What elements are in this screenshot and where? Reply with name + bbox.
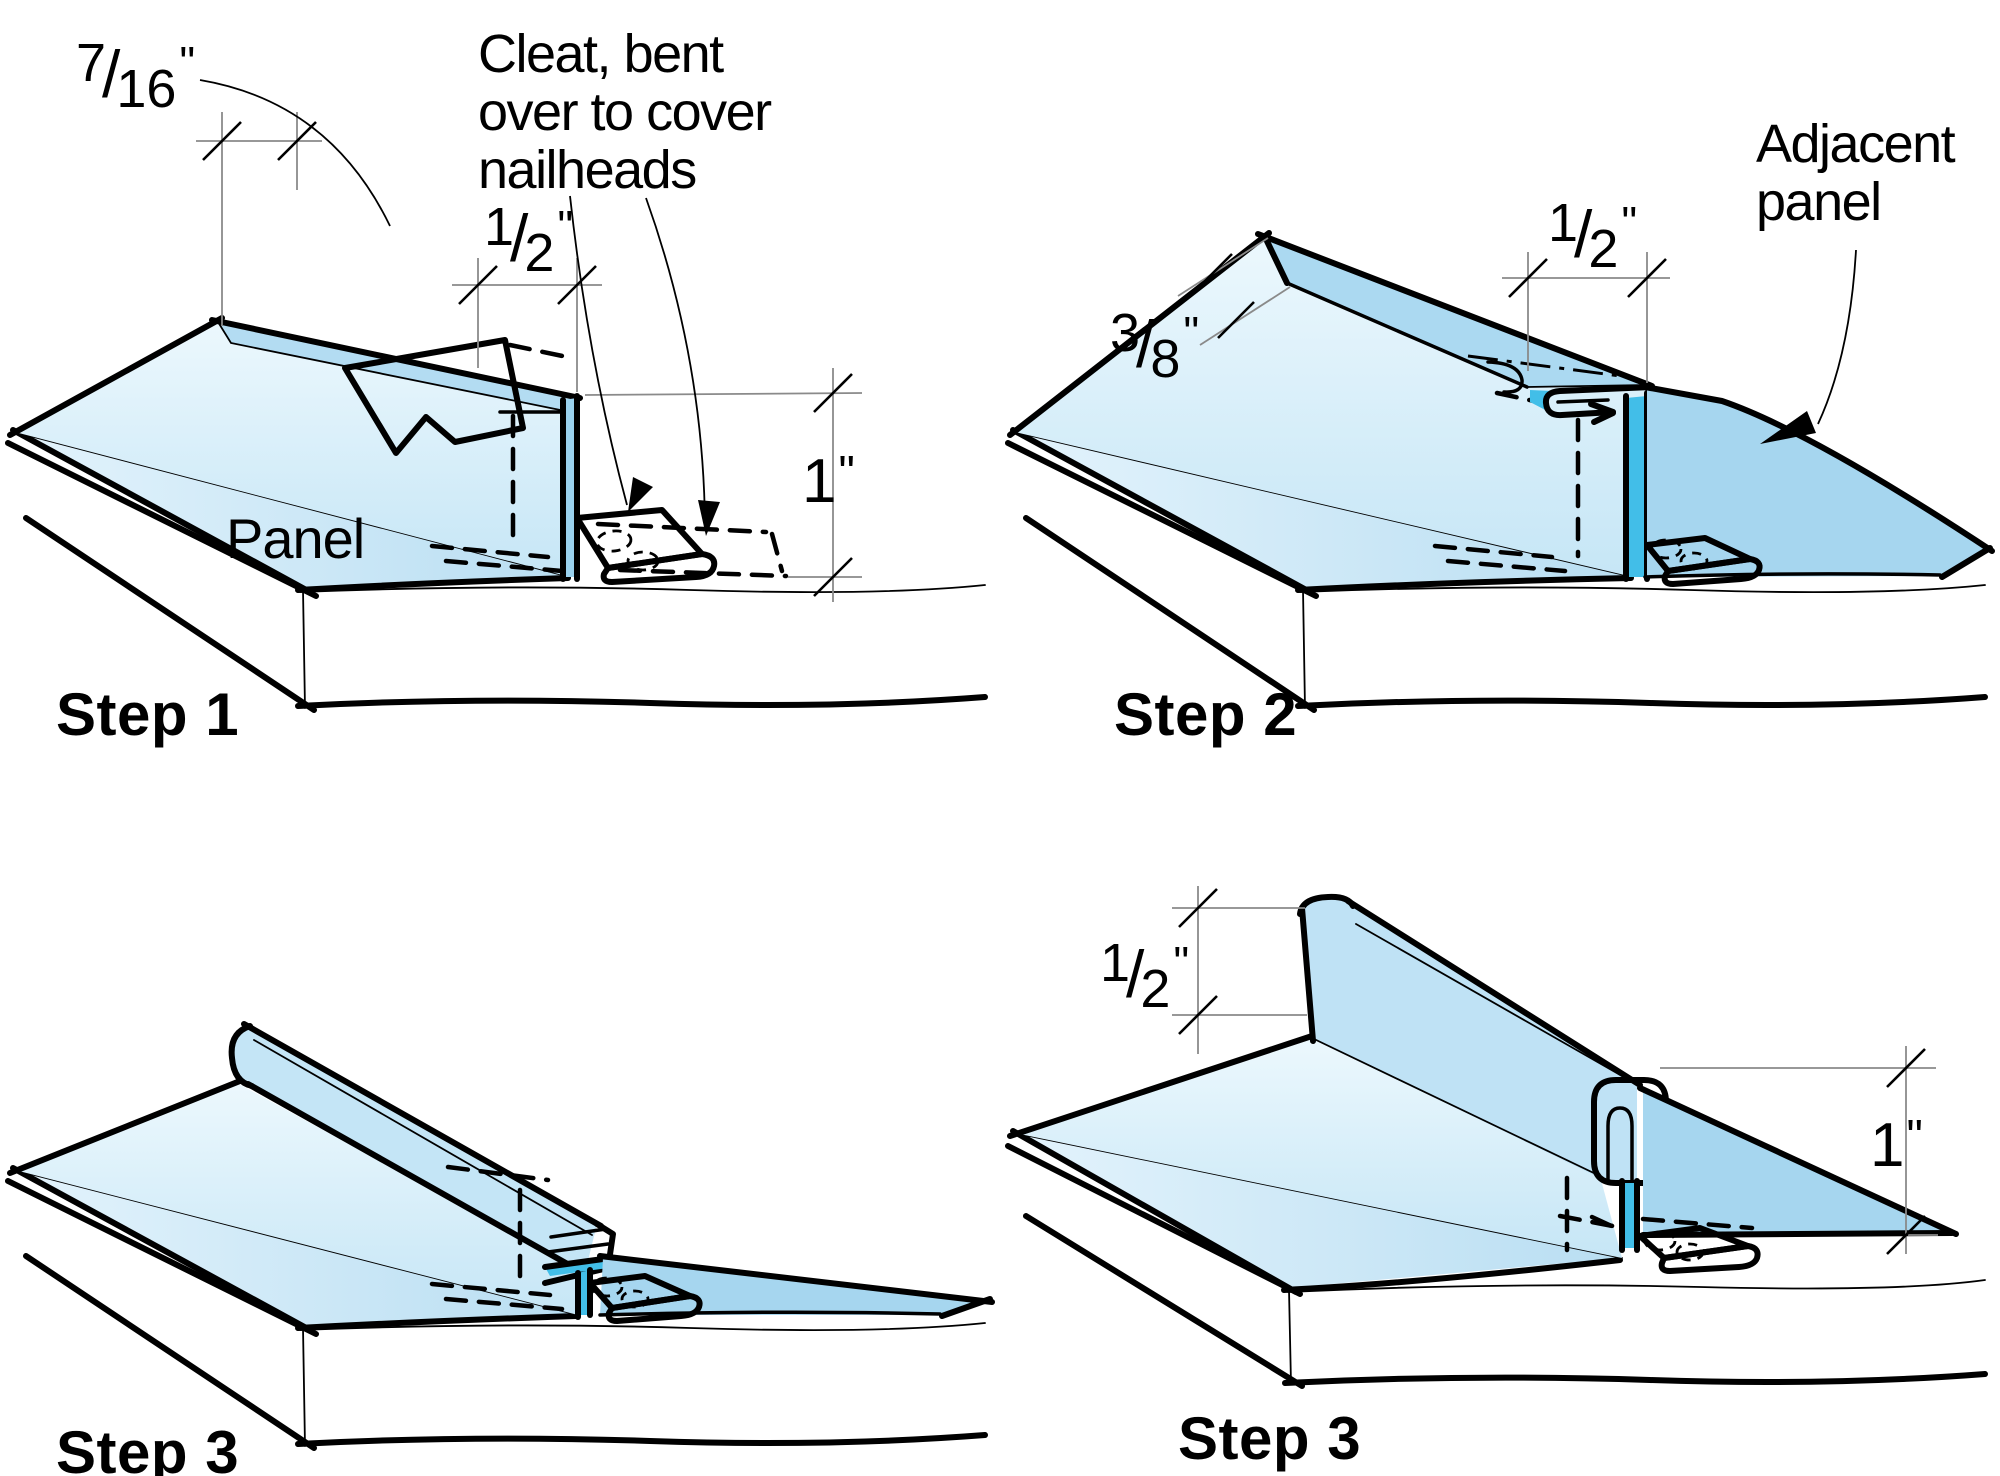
- hidden-dashed-lines: [1557, 1175, 1755, 1253]
- dim-label-one-inch: 1": [802, 446, 855, 517]
- adjacent-panel-leader: [1760, 249, 1857, 444]
- panel-surface: [10, 1165, 579, 1333]
- fraction-slash: /: [510, 201, 529, 275]
- nail-hole: [626, 550, 660, 572]
- fraction-slash: /: [102, 37, 121, 111]
- fraction-denominator: 2: [1588, 219, 1619, 279]
- seam: [1623, 390, 1650, 582]
- callout-line: nailheads: [478, 139, 697, 200]
- step-2-drawing: [1005, 230, 1995, 713]
- inch-mark: ": [179, 38, 196, 87]
- arrowhead-icon: [698, 500, 720, 536]
- dimension-seam-step: [1502, 252, 1670, 383]
- inch-mark: ": [838, 446, 855, 498]
- seam-hook: [1530, 384, 1654, 425]
- adjacent-panel-surface: [1637, 1085, 1959, 1238]
- fraction-numerator: 1: [1100, 933, 1131, 993]
- inch-mark: ": [1906, 1110, 1923, 1162]
- inch-mark: ": [1173, 938, 1190, 987]
- seam-wall: [7, 1078, 585, 1315]
- step-3a-figure: Step 3: [0, 738, 1000, 1476]
- dimension-seam-step: [452, 258, 602, 392]
- step-1-figure: 7/16" Cleat, bent over to cover nailhead…: [0, 0, 1000, 748]
- fold-flap: [342, 337, 575, 456]
- nail-hole: [1679, 551, 1709, 571]
- nail-hole: [1675, 1242, 1705, 1262]
- dim-label-one-inch: 1": [1870, 1110, 1923, 1181]
- step-3b-figure: 1/2" 1" Step 3: [1000, 738, 2000, 1476]
- cleat: [587, 1273, 703, 1324]
- cleat: [1644, 535, 1763, 587]
- panel-label: Panel: [226, 507, 365, 570]
- callout-line: Cleat, bent: [478, 24, 724, 84]
- adjacent-panel-surface: [1642, 384, 1995, 580]
- cleat: [574, 507, 718, 585]
- arrowhead-icon: [1760, 411, 1816, 444]
- fraction-slash: /: [1136, 307, 1155, 381]
- fraction-denominator: 16: [116, 59, 177, 119]
- step-1-drawing: [5, 79, 988, 713]
- nail-hole: [1649, 538, 1683, 560]
- fraction-numerator: 1: [484, 197, 515, 257]
- step-label: Step 3: [56, 1419, 240, 1476]
- seam-wall: [1007, 1032, 1622, 1258]
- hidden-dashed-lines: [1432, 417, 1581, 574]
- dim-label-seam-step: 1/2": [484, 194, 574, 283]
- fraction-numerator: 7: [76, 33, 107, 93]
- nail-hole: [620, 1289, 650, 1309]
- step-3a-drawing: [5, 1021, 995, 1451]
- fraction-denominator: 8: [1150, 329, 1181, 389]
- dimension-one-inch: [1660, 1046, 1938, 1255]
- fraction-numerator: 3: [1110, 303, 1141, 363]
- inch-mark: ": [1183, 308, 1200, 357]
- dim-label-top-fold: 7/16": [76, 30, 196, 119]
- whole-number: 1: [1870, 1111, 1905, 1180]
- callout-line: Adjacent: [1756, 114, 1956, 174]
- fraction-slash: /: [1574, 197, 1593, 271]
- seam-wall: [1007, 230, 1655, 577]
- dimension-one-inch: [584, 368, 863, 602]
- nail-hole: [595, 529, 633, 553]
- step-2-figure: 3/8" 1/2" Adjacent panel Step 2: [1000, 0, 2000, 748]
- inch-mark: ": [557, 202, 574, 251]
- cleat: [1637, 1225, 1761, 1274]
- arrowhead-icon: [628, 477, 653, 512]
- fraction-denominator: 2: [1140, 959, 1171, 1019]
- dimension-edge-fold: [1177, 237, 1291, 346]
- fraction-denominator: 2: [524, 223, 555, 283]
- dimension-seam-height: [1172, 886, 1307, 1054]
- cleat-callout: Cleat, bent over to cover nailheads: [478, 24, 772, 200]
- dim-label-seam-step: 1/2": [1548, 190, 1638, 279]
- nail-hole: [590, 1276, 624, 1298]
- dim-label-seam-height: 1/2": [1100, 930, 1190, 1019]
- dim-label-edge-fold: 3/8": [1110, 300, 1200, 389]
- fraction-numerator: 1: [1548, 193, 1579, 253]
- dimension-top-fold: [196, 79, 391, 326]
- callout-line: over to cover: [478, 81, 772, 142]
- adjacent-panel-surface: [597, 1253, 995, 1319]
- nail-hole: [1643, 1230, 1677, 1252]
- whole-number: 1: [802, 447, 837, 516]
- hidden-dashed-lines: [429, 1164, 565, 1312]
- step-label: Step 1: [56, 681, 240, 748]
- step-label: Step 2: [1114, 681, 1298, 748]
- step-label: Step 3: [1178, 1405, 1362, 1472]
- adjacent-panel-callout: Adjacent panel: [1756, 114, 1956, 232]
- step-3b-drawing: [1005, 886, 1988, 1389]
- fraction-slash: /: [1126, 937, 1145, 1011]
- inch-mark: ": [1621, 198, 1638, 247]
- cleat-leader-lines: [569, 195, 720, 536]
- callout-line: panel: [1756, 171, 1882, 232]
- folded-seam: [228, 1021, 616, 1320]
- finished-seam: [1297, 893, 1643, 1186]
